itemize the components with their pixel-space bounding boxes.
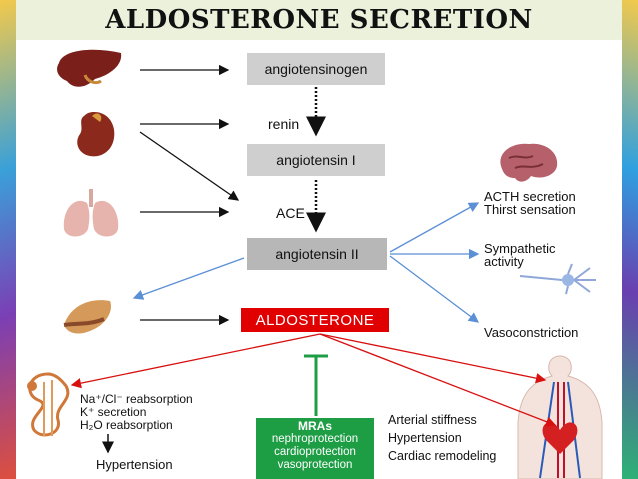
nephron-icon	[27, 372, 70, 437]
renin-label: renin	[268, 116, 300, 132]
page-title: ALDOSTERONE SECRETION	[105, 5, 533, 35]
sympathetic-label: Sympathetic	[484, 241, 556, 256]
h2o-reabsorption-label: H₂O reabsorption	[80, 418, 173, 432]
cardioprotection-label: cardioprotection	[274, 446, 356, 458]
aldosterone-to-kidney-arrow	[70, 333, 321, 389]
nephroprotection-label: nephroprotection	[271, 433, 359, 445]
aldosterone-box: ALDOSTERONE	[241, 308, 389, 332]
to-vasoconstriction-arrow	[389, 255, 480, 323]
kidney-hypertension-label: Hypertension	[96, 457, 173, 472]
activity-label: activity	[484, 254, 524, 269]
aldosterone-to-heart-arrow-1	[319, 333, 547, 384]
kidney-to-ace-arrow	[139, 131, 240, 201]
lungs-icon	[63, 189, 119, 237]
aldosterone-to-heart-arrow-2	[319, 333, 557, 427]
brain-icon	[500, 143, 558, 182]
angiotensin-2-label: angiotensin II	[275, 246, 359, 262]
thirst-sensation-label: Thirst sensation	[484, 202, 576, 217]
mras-head: MRAs	[297, 419, 332, 433]
title-bar: ALDOSTERONE SECRETION	[16, 0, 622, 40]
acth-secretion-label: ACTH secretion	[484, 189, 576, 204]
cardiac-remodeling-label: Cardiac remodeling	[388, 449, 497, 463]
angiotensinogen-label: angiotensinogen	[264, 61, 368, 77]
mras-box: MRAs nephroprotection cardioprotection v…	[256, 418, 374, 479]
vasoconstriction-label: Vasoconstriction	[484, 325, 579, 340]
na-cl-reabsorption-label: Na⁺/Cl⁻ reabsorption	[80, 392, 193, 406]
neuron-icon	[519, 263, 596, 295]
vasoprotection-label: vasoprotection	[277, 459, 353, 471]
liver-icon	[57, 49, 122, 87]
angiotensin-1-label: angiotensin I	[276, 152, 356, 168]
arterial-stiffness-label: Arterial stiffness	[388, 413, 477, 427]
aldosterone-label: ALDOSTERONE	[255, 311, 375, 329]
angiotensin-2-box: angiotensin II	[247, 238, 387, 270]
cardiovascular-system-icon	[517, 355, 603, 479]
cardio-hypertension-label: Hypertension	[388, 431, 462, 445]
to-adrenal-arrow	[132, 257, 245, 300]
k-secretion-label: K⁺ secretion	[80, 405, 147, 419]
kidney-icon	[77, 112, 115, 157]
angiotensin-1-box: angiotensin I	[247, 144, 385, 176]
to-acth-arrow	[389, 202, 480, 253]
ace-label: ACE	[276, 205, 305, 221]
angiotensinogen-box: angiotensinogen	[247, 53, 385, 85]
adrenal-gland-icon	[63, 300, 112, 334]
